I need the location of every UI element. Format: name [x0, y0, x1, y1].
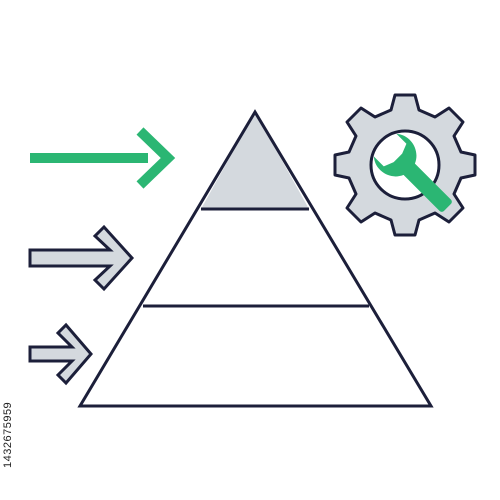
middle-arrow-icon [28, 224, 135, 292]
gear-icon [333, 93, 477, 237]
bottom-arrow-icon [28, 322, 93, 386]
top-arrow-shaft [30, 153, 148, 163]
wrench-handle [402, 162, 452, 212]
wrench-icon [373, 133, 452, 212]
pyramid-outline [77, 109, 434, 408]
top-arrow-icon [30, 127, 176, 189]
wrench-head [373, 133, 417, 177]
bottom-arrow-shape [28, 322, 93, 386]
top-arrow-head [136, 127, 176, 189]
pyramid-icon [77, 109, 434, 408]
middle-arrow-shape [28, 224, 135, 292]
pyramid-top-tier [201, 112, 309, 209]
